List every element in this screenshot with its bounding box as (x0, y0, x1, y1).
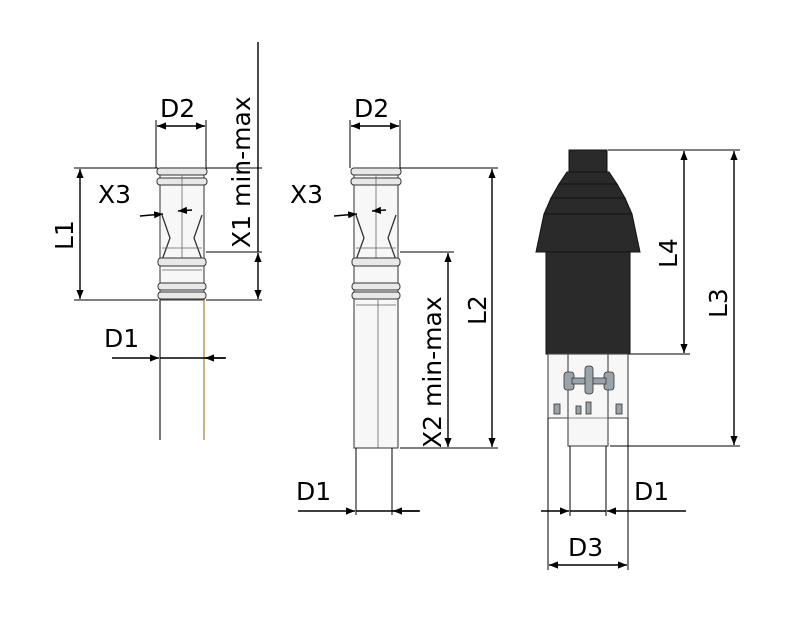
part1-l1-label: L1 (50, 220, 79, 250)
part1-mid-seal (157, 257, 207, 267)
part2-mid-seal (351, 257, 401, 267)
part3-dimensions: L4 L3 D1 D3 (541, 149, 740, 570)
part1-bottom-seal (157, 282, 207, 291)
part3-neck (568, 149, 608, 173)
part2-bottom-seal (351, 282, 401, 291)
part1-x1-label: X1 min-max (227, 96, 256, 248)
part2-adapter (350, 167, 402, 449)
part3-d3-label: D3 (568, 533, 603, 562)
part1-bottom-seal-2 (157, 291, 207, 300)
part3-d1-label: D1 (634, 477, 669, 506)
part1-dimensions: D2 L1 X3 X1 min-max D1 (50, 42, 262, 362)
part2-x2-label: X2 min-max (418, 296, 447, 448)
part2-bottom-seal-2 (351, 291, 401, 300)
part2-x3-label: X3 (290, 180, 323, 209)
part2-d2-label: D2 (354, 94, 389, 123)
part3-l4-label: L4 (654, 238, 683, 268)
part1-d1-label: D1 (104, 324, 139, 353)
part1-adapter (156, 167, 208, 440)
part2-top-seal (350, 167, 402, 176)
part1-x3-label: X3 (98, 180, 131, 209)
part2-dimensions: D2 X3 L2 X2 min-max D1 (290, 94, 498, 515)
part3-l3-label: L3 (704, 288, 733, 318)
part3-cowl (535, 213, 641, 253)
part2-d1-label: D1 (296, 477, 331, 506)
part1-top-seal (156, 167, 208, 176)
part1-d2-label: D2 (160, 94, 195, 123)
part3-terminal (535, 149, 641, 447)
part2-l2-label: L2 (463, 295, 492, 325)
part3-body (545, 251, 631, 355)
